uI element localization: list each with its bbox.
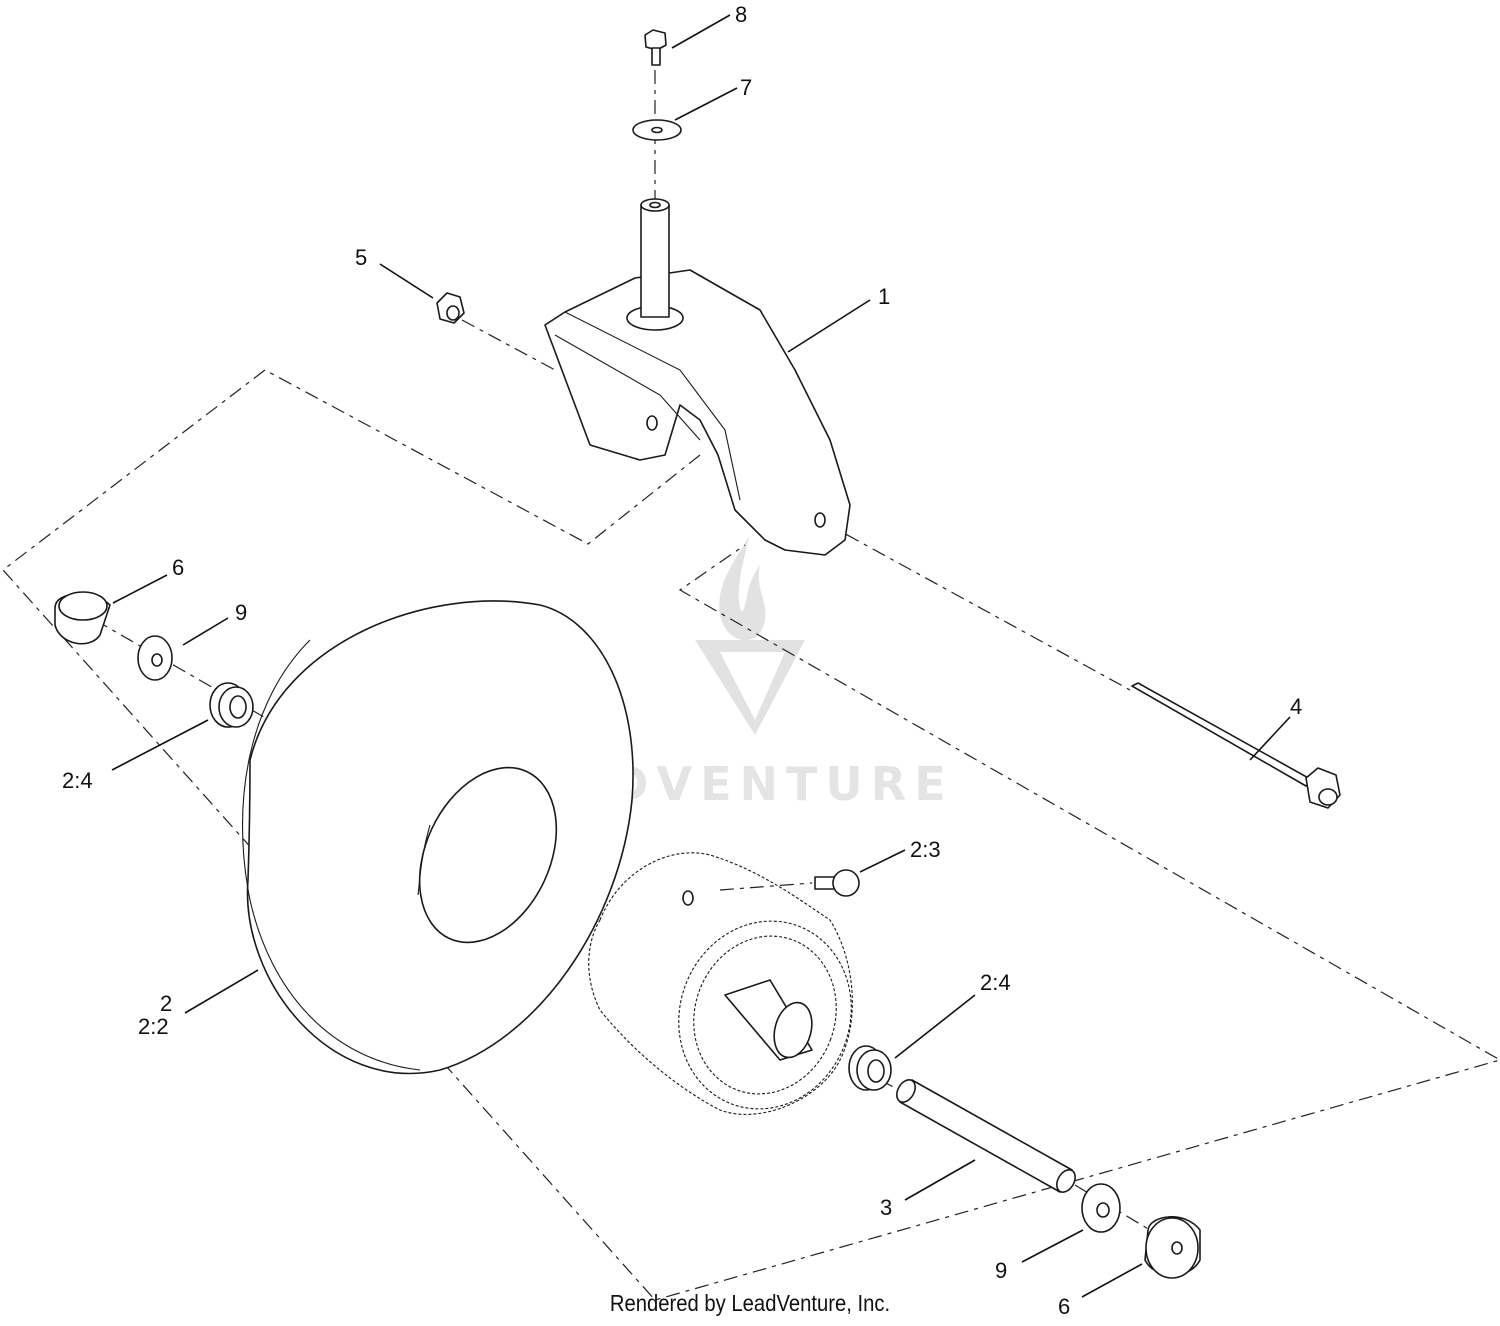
grease-fitting-part-2-3 [814, 869, 860, 897]
v-logo-icon [695, 640, 805, 735]
callout-6-bottom: 6 [1058, 1294, 1070, 1319]
callout-3: 3 [880, 1195, 892, 1220]
callout-1: 1 [878, 284, 890, 309]
render-credit: Rendered by LeadVenture, Inc. [609, 1290, 891, 1316]
callout-2-3: 2:3 [910, 837, 941, 862]
spacer-tube-part-3 [896, 1079, 1076, 1193]
callout-labels: 8 7 5 1 6 9 2:4 4 2:3 2 2:2 2:4 3 9 6 [62, 2, 1302, 1319]
caster-fork-part-1 [544, 198, 851, 556]
callout-2-4-left: 2:4 [62, 768, 93, 793]
callout-6-top: 6 [172, 555, 184, 580]
callout-4: 4 [1290, 694, 1302, 719]
bearing-part-2-4-right [848, 1045, 892, 1091]
callout-9-bottom: 9 [995, 1258, 1007, 1283]
washer-part-9-bottom [1081, 1183, 1121, 1233]
bearing-cup-part-6-bottom [1144, 1216, 1201, 1279]
assembly-lines [2, 40, 1500, 1301]
nut-part-5 [436, 292, 465, 324]
callout-9-top: 9 [235, 600, 247, 625]
callout-2-2: 2:2 [138, 1014, 169, 1039]
callout-8: 8 [735, 2, 747, 27]
bearing-cup-part-6-top [54, 591, 111, 645]
callout-2: 2 [160, 991, 172, 1016]
callout-5: 5 [355, 245, 367, 270]
callout-2-4-right: 2:4 [980, 970, 1011, 995]
washer-part-9-top [137, 635, 173, 681]
bearing-part-2-4-left [209, 682, 254, 728]
washer-part-7 [632, 119, 682, 141]
callout-leaders [111, 14, 1291, 1298]
wheel-rim-part-2-2 [588, 852, 853, 1115]
tire-part-2 [241, 600, 634, 1075]
axle-bolt-part-4 [1131, 682, 1341, 809]
bolt-part-8 [644, 29, 667, 66]
callout-7: 7 [740, 75, 752, 100]
flame-logo-icon [719, 535, 766, 641]
